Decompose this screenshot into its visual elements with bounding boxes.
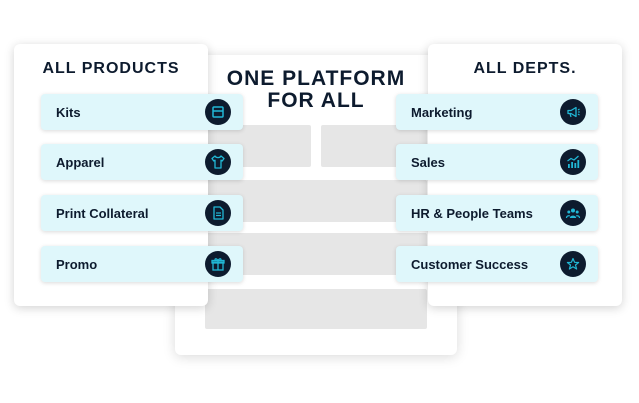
placeholder-block <box>205 289 427 329</box>
dept-item-hr-people-teams[interactable]: HR & People Teams <box>396 195 598 231</box>
products-title: ALL PRODUCTS <box>42 60 180 77</box>
item-label: Customer Success <box>411 256 529 272</box>
item-label: Sales <box>411 154 445 170</box>
megaphone-icon <box>560 99 586 125</box>
item-label: HR & People Teams <box>411 205 533 221</box>
platform-title-line2: FOR ALL <box>267 89 365 112</box>
tshirt-icon <box>205 149 231 175</box>
depts-card: ALL DEPTS. Marketing Sales HR & People T… <box>396 44 622 306</box>
people-icon <box>560 200 586 226</box>
dept-item-customer-success[interactable]: Customer Success <box>396 246 598 282</box>
item-label: Promo <box>56 256 98 272</box>
item-label: Apparel <box>56 154 105 170</box>
trend-chart-icon <box>560 149 586 175</box>
platform-title: ONE PLATFORM FOR ALL <box>175 68 457 112</box>
product-item-print-collateral[interactable]: Print Collateral <box>41 195 243 231</box>
product-item-promo[interactable]: Promo <box>41 246 243 282</box>
item-label: Print Collateral <box>56 205 149 221</box>
star-badge-icon <box>560 251 586 277</box>
platform-title-line1: ONE PLATFORM <box>226 67 406 90</box>
depts-title: ALL DEPTS. <box>473 60 577 77</box>
products-card: ALL PRODUCTS Kits Apparel Print Collater… <box>14 44 243 306</box>
product-item-apparel[interactable]: Apparel <box>41 144 243 180</box>
gift-icon <box>205 251 231 277</box>
box-icon <box>205 99 231 125</box>
item-label: Kits <box>56 104 81 120</box>
item-label: Marketing <box>411 104 473 120</box>
dept-item-marketing[interactable]: Marketing <box>396 94 598 130</box>
document-icon <box>205 200 231 226</box>
dept-item-sales[interactable]: Sales <box>396 144 598 180</box>
product-item-kits[interactable]: Kits <box>41 94 243 130</box>
